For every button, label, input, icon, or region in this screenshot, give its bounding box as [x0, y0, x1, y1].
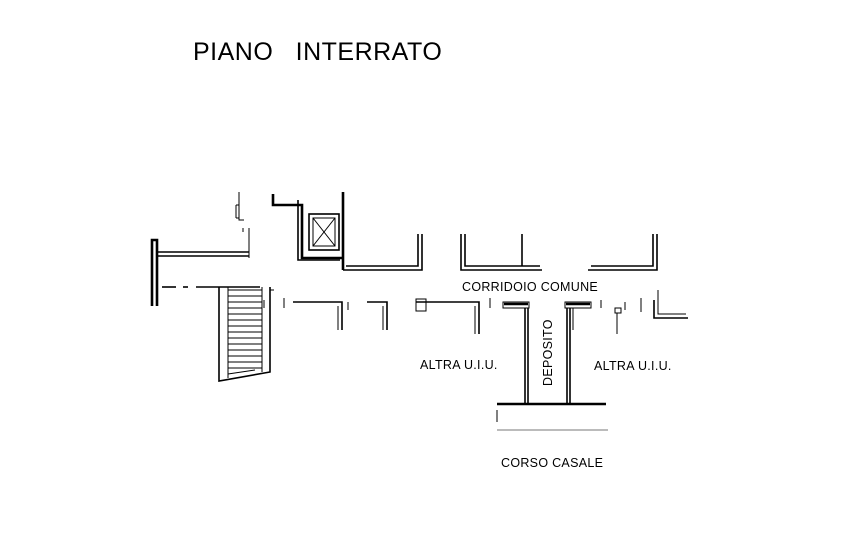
upper-walls [343, 234, 688, 319]
plan-title: PIANO INTERRATO [193, 38, 442, 66]
storage-label: DEPOSITO [541, 319, 555, 386]
staircase [218, 287, 274, 382]
left-wall-group [150, 192, 250, 306]
storage-room-walls [496, 301, 608, 431]
corridor-label: CORRIDOIO COMUNE [462, 280, 598, 294]
elevator-shaft [271, 192, 345, 270]
other-unit-right-label: ALTRA U.I.U. [594, 359, 672, 373]
partition-stubs [293, 298, 622, 334]
other-unit-left-label: ALTRA U.I.U. [420, 358, 498, 372]
street-label: CORSO CASALE [501, 456, 603, 470]
